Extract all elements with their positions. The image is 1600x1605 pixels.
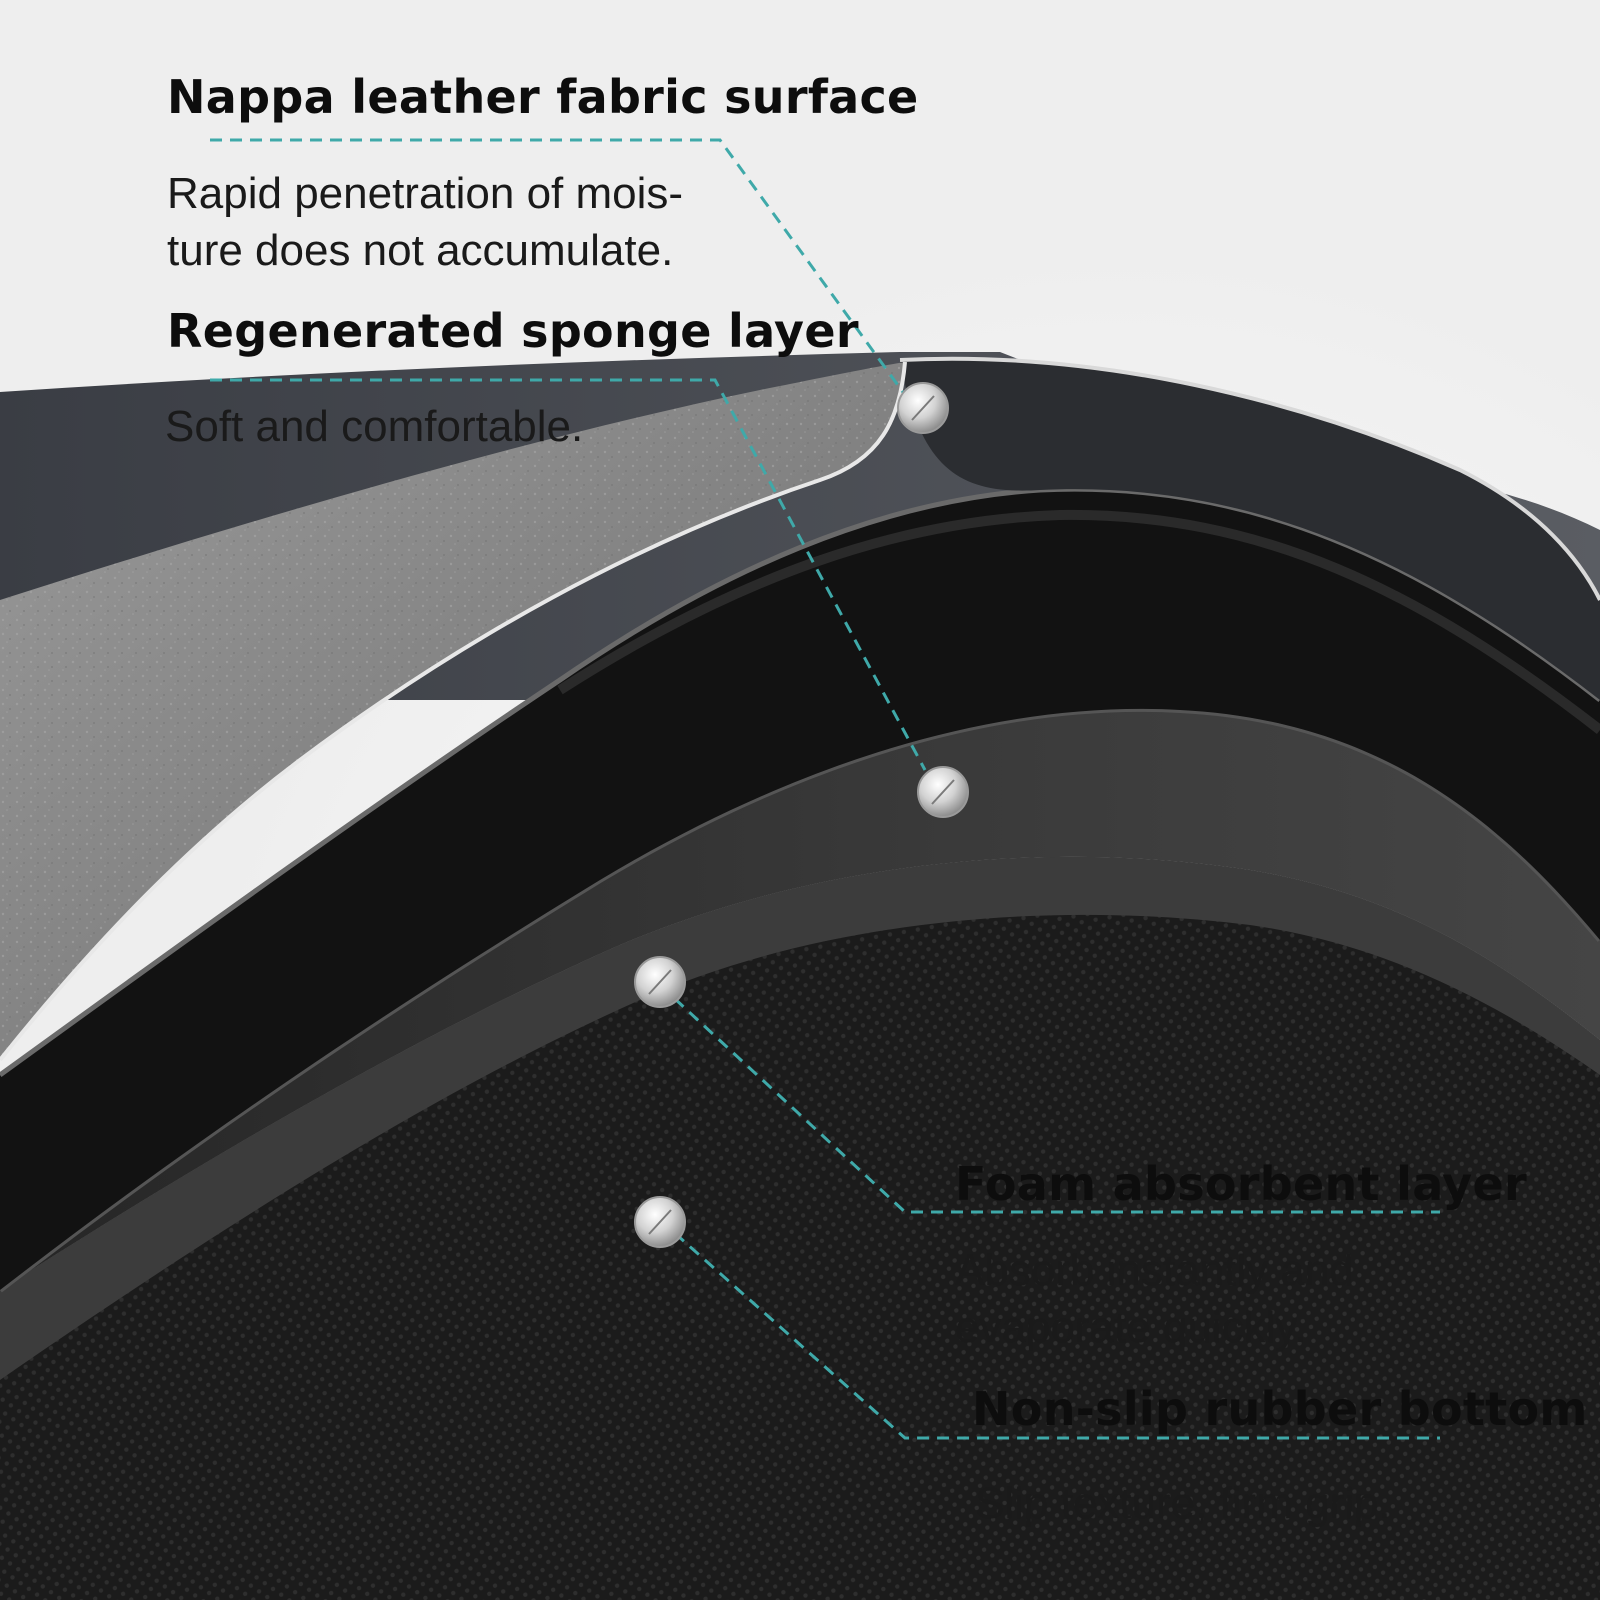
callout-title-sponge: Regenerated sponge layer [167, 304, 859, 358]
leader-lines [210, 138, 1440, 1440]
mat-fold-right [900, 358, 1600, 700]
callout-desc-line: Absorb instantly and [955, 1246, 1354, 1295]
leader-line-foam [658, 983, 1440, 1214]
marker-pin-icon [634, 956, 686, 1008]
callout-desc-nappa: Rapid penetration of mois- ture does not… [167, 165, 683, 279]
callout-desc-rubber: Slip texture, firm grip. [975, 1475, 1391, 1532]
leader-line-rubber [659, 1218, 1440, 1440]
callout-desc-line: Rapid penetration of mois- [167, 169, 684, 218]
fabric-edge-highlight [0, 361, 907, 1062]
foam-top-edge [0, 705, 1600, 1293]
marker-pin-icon [917, 766, 969, 818]
rubber-bottom-layer [0, 856, 1600, 1600]
callout-desc-sponge: Soft and comfortable. [165, 398, 583, 455]
sponge-inner-edge [557, 509, 1600, 734]
callout-title-rubber: Non-slip rubber bottom [972, 1382, 1588, 1436]
callout-desc-line: ture does not accumulate. [167, 226, 674, 275]
callout-title-nappa: Nappa leather fabric surface [167, 70, 919, 124]
callout-desc-line: evaporate quickly. [955, 1303, 1307, 1352]
leader-line-sponge [210, 378, 927, 771]
regenerated-sponge-layer [0, 489, 1600, 1290]
rubber-bottom-edge [0, 856, 1600, 1380]
fabric-texture [0, 362, 905, 1060]
marker-pin-icon [897, 382, 949, 434]
fold-highlight [899, 356, 1600, 601]
leader-line-nappa [210, 138, 907, 396]
foam-shading [0, 708, 1600, 1290]
sponge-top-edge [0, 486, 1600, 1078]
callout-title-foam: Foam absorbent layer [955, 1157, 1527, 1211]
callout-desc-line: Slip texture, firm grip. [975, 1479, 1391, 1528]
callout-desc-foam: Absorb instantly and evaporate quickly. [955, 1242, 1354, 1356]
marker-pin-icon [634, 1196, 686, 1248]
marker-pins [634, 382, 969, 1248]
callout-desc-line: Soft and comfortable. [165, 402, 584, 451]
